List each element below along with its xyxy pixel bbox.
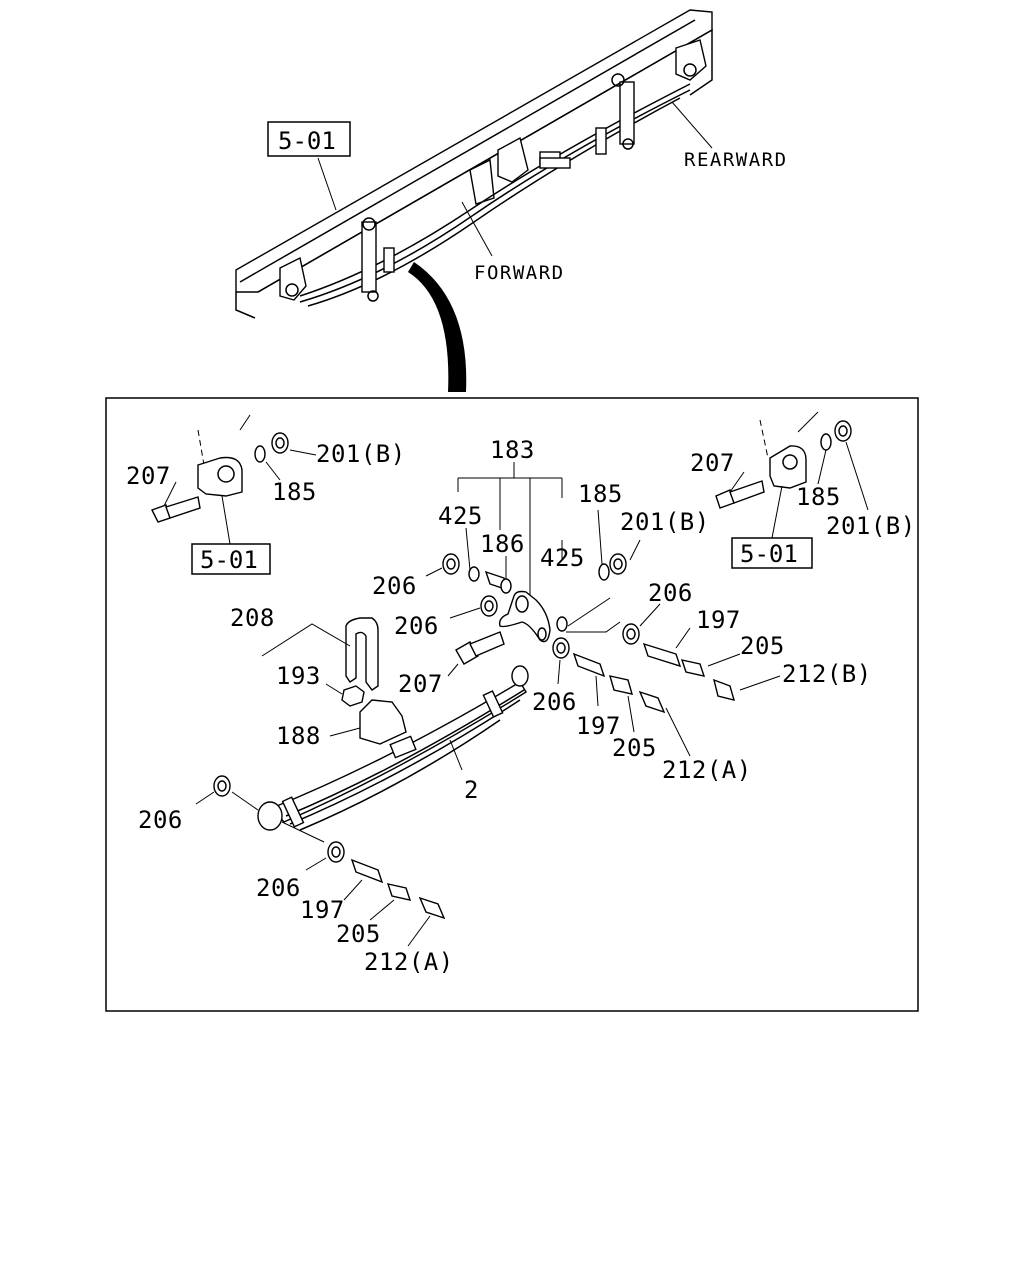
washer-185-right: [820, 433, 832, 451]
bushing-206-e: [195, 775, 259, 811]
callout-185-left: 185: [272, 478, 317, 506]
leaf-spring-2: [257, 665, 529, 831]
callout-197-center: 197: [576, 712, 621, 740]
callout-212a-front: 212(A): [364, 948, 454, 976]
bushing-206-f: [305, 841, 345, 871]
washer-185-left: [254, 445, 266, 463]
frame-overview: [235, 9, 713, 319]
detail-frame: [105, 397, 919, 1012]
callout-197-right: 197: [696, 606, 741, 634]
fitting-205-right: [680, 653, 741, 677]
callout-2: 2: [464, 776, 479, 804]
callout-206-b: 206: [394, 612, 439, 640]
nut-201-center: [609, 553, 627, 575]
callout-205-right: 205: [740, 632, 785, 660]
bushing-425-left: [468, 566, 480, 582]
nut-201-left: [271, 432, 289, 454]
callout-206-e: 206: [138, 806, 183, 834]
shackle-plate: [498, 590, 551, 643]
nut-201-right: [834, 420, 852, 442]
overview-ref-box: [267, 121, 351, 157]
callout-201b-center: 201(B): [620, 508, 710, 536]
callout-201b-left: 201(B): [316, 440, 406, 468]
pad-188: [329, 699, 407, 745]
callout-207-left: 207: [126, 462, 171, 490]
callout-185-center: 185: [578, 480, 623, 508]
nipple-212a-center: [638, 690, 691, 757]
nipple-212a-front: [407, 896, 446, 947]
fitting-205-front: [369, 883, 412, 921]
callout-501-left: 5-01: [200, 546, 258, 574]
rearward-label: REARWARD: [684, 149, 788, 171]
pin-197-right: [642, 627, 691, 668]
pin-197-center: [572, 652, 606, 707]
front-eye-axis: [281, 821, 325, 843]
callout-425-right: 425: [540, 544, 585, 572]
nut-193: [325, 683, 365, 707]
bolt-207-right: [715, 480, 765, 509]
callout-206-c: 206: [648, 579, 693, 607]
pin-197-front: [343, 858, 384, 901]
bushing-206-d: [552, 637, 570, 685]
callout-501-right: 5-01: [740, 540, 798, 568]
bushing-425-right: [556, 616, 568, 632]
callout-193: 193: [276, 662, 321, 690]
rearward-leader: [671, 101, 713, 149]
forward-leader: [461, 201, 493, 257]
callout-183: 183: [490, 436, 535, 464]
detail-arrow: [408, 262, 467, 392]
callout-425-left: 425: [438, 502, 483, 530]
callout-207-right: 207: [690, 449, 735, 477]
right-bracket-group: [715, 411, 869, 569]
bushing-206-c: [566, 603, 661, 645]
callout-206-d: 206: [532, 688, 577, 716]
callout-212a-center: 212(A): [662, 756, 752, 784]
callout-206-f: 206: [256, 874, 301, 902]
bolt-207-center: [447, 631, 505, 677]
callout-205-front: 205: [336, 920, 381, 948]
bolt-207-left: [151, 496, 201, 523]
ubolt-208: [261, 617, 379, 691]
overview-ref-label: 5-01: [278, 127, 336, 155]
bushing-206-b: [449, 595, 498, 619]
shackle-183-group: [457, 462, 641, 643]
callout-185-right: 185: [796, 483, 841, 511]
fitting-205-center: [609, 675, 635, 733]
callout-205-center: 205: [612, 734, 657, 762]
bushing-206-a: [425, 553, 460, 577]
callout-207-center: 207: [398, 670, 443, 698]
washer-185-center: [598, 563, 610, 581]
sleeve-186: [484, 570, 512, 594]
ref-leader: [317, 157, 337, 211]
left-bracket-group: [151, 414, 317, 575]
callout-188: 188: [276, 722, 321, 750]
callout-208: 208: [230, 604, 275, 632]
forward-label: FORWARD: [474, 262, 565, 284]
callout-212b: 212(B): [782, 660, 872, 688]
nipple-212b: [712, 675, 781, 701]
callout-201b-right: 201(B): [826, 512, 916, 540]
callout-186: 186: [480, 530, 525, 558]
callout-197-front: 197: [300, 896, 345, 924]
callout-206-a: 206: [372, 572, 417, 600]
